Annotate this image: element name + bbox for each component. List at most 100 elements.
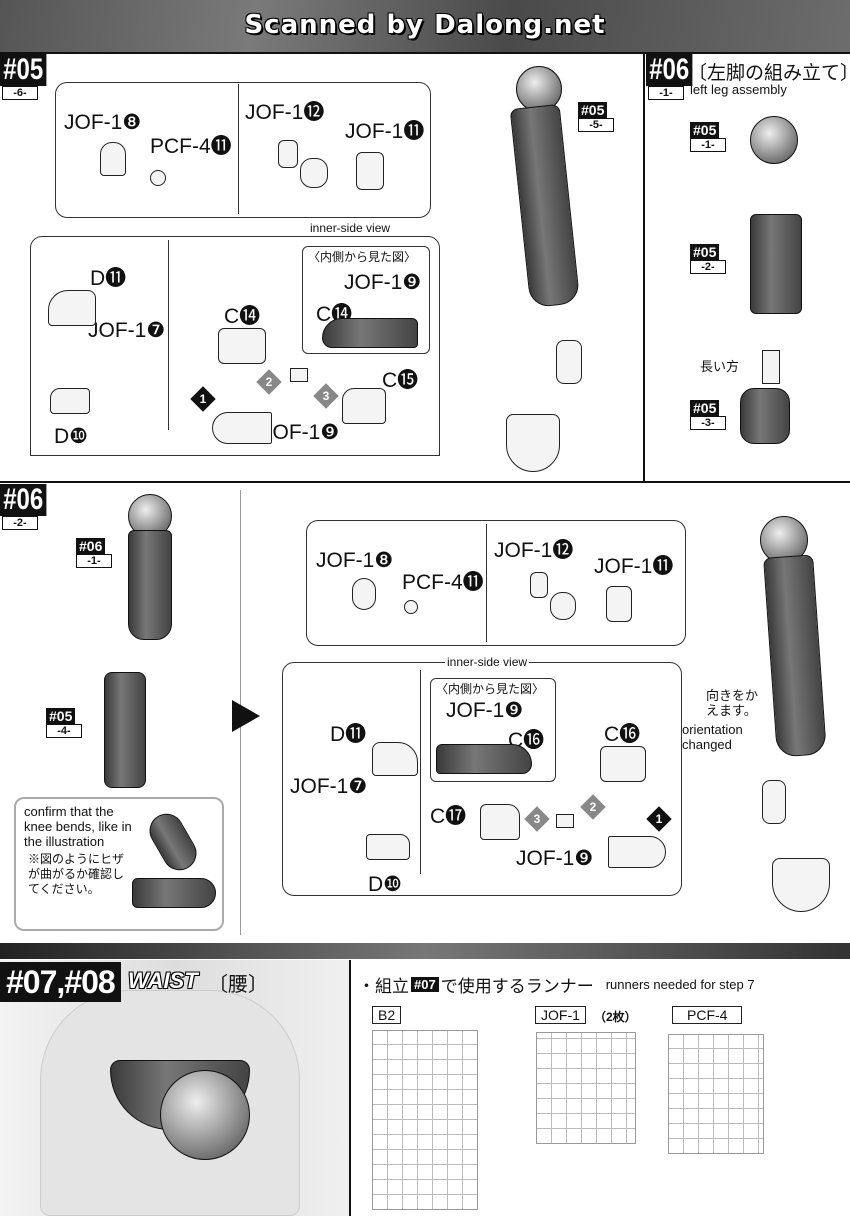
part-illustration (372, 742, 418, 776)
step-marker-number: 3 (533, 812, 541, 826)
caption: inner-side view (445, 655, 530, 669)
divider (643, 52, 645, 482)
ref-tag: #05 (690, 122, 720, 138)
watermark: Scanned by Dalong.net (244, 10, 606, 40)
foot-illustration (772, 858, 830, 912)
ankle-illustration (762, 780, 786, 824)
part-label: JOF-1❾ (516, 847, 594, 870)
part-illustration (556, 814, 574, 828)
part-illustration (50, 388, 90, 414)
note-jp: ※図のようにヒザが曲がるか確認してください。 (28, 852, 125, 896)
orientation-note-en: orientation changed (682, 722, 743, 752)
step-marker: 3 (313, 383, 339, 409)
section-title: WAIST (128, 968, 198, 993)
divider (486, 524, 487, 642)
step-number: #05 (0, 54, 47, 86)
step-marker: 2 (256, 369, 282, 395)
divider (0, 52, 850, 54)
ref-tag: #05 (690, 400, 720, 416)
divider (0, 481, 850, 483)
runner-pcf4-illustration (668, 1034, 764, 1154)
part-illustration (218, 328, 266, 364)
ref-tag: #05 (578, 102, 608, 118)
part-label: JOF-1⓫ (345, 120, 425, 143)
leg-illustration (763, 554, 827, 758)
leg-illustration (509, 103, 581, 309)
part-label: JOF-1❾ (344, 271, 422, 294)
part-illustration (150, 170, 166, 186)
step-title: 〔左脚の組み立て〕 (688, 63, 850, 84)
runner-jof1-illustration (536, 1032, 636, 1144)
part-label: JOF-1❼ (88, 319, 166, 342)
part-label: C⓯ (382, 369, 419, 392)
section-title-jp: 〔腰〕 (208, 974, 268, 996)
part-illustration (342, 388, 386, 424)
note-panel (14, 797, 224, 931)
step-sub: -6- (2, 86, 38, 100)
part-label: JOF-1❾ (262, 421, 340, 444)
part-label: JOF-1❼ (290, 775, 368, 798)
runner-label: B2 (372, 1006, 402, 1024)
ankle-illustration (556, 340, 582, 384)
part-illustration (100, 142, 126, 176)
step-number: #06 (646, 54, 693, 86)
part-label: D⓫ (330, 723, 367, 746)
ref-sub: -2- (690, 260, 726, 274)
step-marker: 1 (646, 806, 672, 832)
part-illustration (366, 834, 410, 860)
note: 長い方 (700, 359, 740, 374)
part-label: JOF-1⓬ (245, 101, 325, 124)
runner-qty: （2枚） (594, 1010, 637, 1024)
hip-illustration (160, 1070, 250, 1160)
part-label: JOF-1⓫ (594, 555, 674, 578)
leg-illustration (740, 388, 790, 444)
step-marker: 1 (190, 386, 216, 412)
divider (168, 240, 169, 430)
note-en: confirm that the knee bends, like in the… (24, 804, 132, 849)
part-illustration (436, 744, 532, 774)
part-label: D❿ (54, 425, 88, 448)
arrow-right-icon (232, 700, 260, 732)
step-sub: -2- (2, 516, 38, 530)
step-number: #06 (0, 484, 47, 516)
part-label: JOF-1❾ (446, 699, 524, 722)
part-label: C⓰ (604, 723, 641, 746)
part-illustration (606, 586, 632, 622)
part-label: PCF-4⓫ (150, 135, 232, 158)
leg-illustration (132, 878, 216, 908)
step-marker-number: 1 (655, 812, 663, 826)
part-illustration (278, 140, 298, 168)
foot-illustration (506, 414, 560, 472)
part-illustration (404, 600, 418, 614)
part-illustration (530, 572, 548, 598)
ref-sub: -1- (76, 554, 112, 568)
runners-heading-jp2: で使用するランナー (440, 977, 594, 996)
part-label: JOF-1⓬ (494, 539, 574, 562)
caption: 〈内側から見た図〉 (436, 682, 545, 696)
part-illustration (600, 746, 646, 782)
runners-heading: ・組立 #07 で使用するランナー runners needed for ste… (358, 972, 755, 997)
header-bar (0, 0, 850, 52)
ref-sub: -1- (690, 138, 726, 152)
step-marker-number: 2 (589, 800, 597, 814)
step-marker-number: 2 (265, 375, 273, 389)
part-illustration (300, 158, 328, 188)
caption: 〈内側から見た図〉 (308, 250, 417, 264)
step-title-en: left leg assembly (690, 82, 787, 97)
leg-illustration (128, 530, 172, 640)
step-marker-number: 3 (322, 389, 330, 403)
divider (238, 84, 239, 214)
part-illustration (356, 152, 384, 190)
step-sub: -1- (648, 86, 684, 100)
runner-b2-illustration (372, 1030, 478, 1210)
ref-sub: -3- (690, 416, 726, 430)
runner-label: PCF-4 (672, 1006, 743, 1024)
part-label: C⓱ (430, 805, 467, 828)
divider (349, 960, 351, 1216)
part-label: PCF-4⓫ (402, 571, 484, 594)
runners-heading-jp: ・組立 (358, 977, 409, 996)
runners-heading-en: runners needed for step 7 (605, 977, 755, 992)
caption: inner-side view (310, 221, 391, 235)
section-bar (0, 943, 850, 959)
part-label: JOF-1❽ (316, 549, 394, 572)
